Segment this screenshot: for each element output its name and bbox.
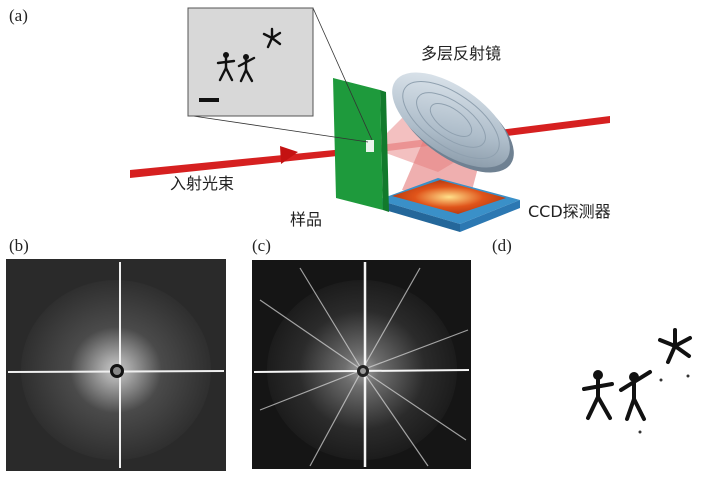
incident-beam <box>130 146 375 178</box>
stick-figure-icon <box>216 52 236 82</box>
ccd-sensor <box>392 180 506 214</box>
panel-label-d: (d) <box>492 236 512 255</box>
scale-bar <box>199 98 219 102</box>
diffraction-pattern-b <box>6 259 226 471</box>
panel-label-b: (b) <box>9 236 29 255</box>
sample-label: 样品 <box>290 210 323 229</box>
stick-figure-icon <box>582 370 614 420</box>
ccd-detector-label: CCD探测器 <box>528 202 611 221</box>
stick-figure-icon <box>619 370 652 421</box>
incident-beam-label: 入射光束 <box>170 174 235 193</box>
inset-connector-line <box>312 7 373 141</box>
multilayer-mirror-label: 多层反射镜 <box>421 44 502 63</box>
stick-figure-icon <box>237 54 256 83</box>
multilayer-mirror <box>392 72 514 173</box>
sample-inset <box>187 7 314 117</box>
beam-arrow-icon <box>280 146 298 164</box>
panel-label-a: (a) <box>9 6 28 25</box>
panel-label-c: (c) <box>252 236 271 255</box>
star-shape-icon <box>262 27 282 49</box>
sample-window <box>366 140 374 152</box>
sample-plate <box>333 78 389 212</box>
reflected-cone <box>402 125 480 198</box>
ccd-detector <box>378 178 520 232</box>
inset-connector-line <box>192 115 369 143</box>
reconstructed-image-d <box>582 328 692 434</box>
diffraction-pattern-c <box>252 260 471 469</box>
star-shape-icon <box>658 328 692 364</box>
